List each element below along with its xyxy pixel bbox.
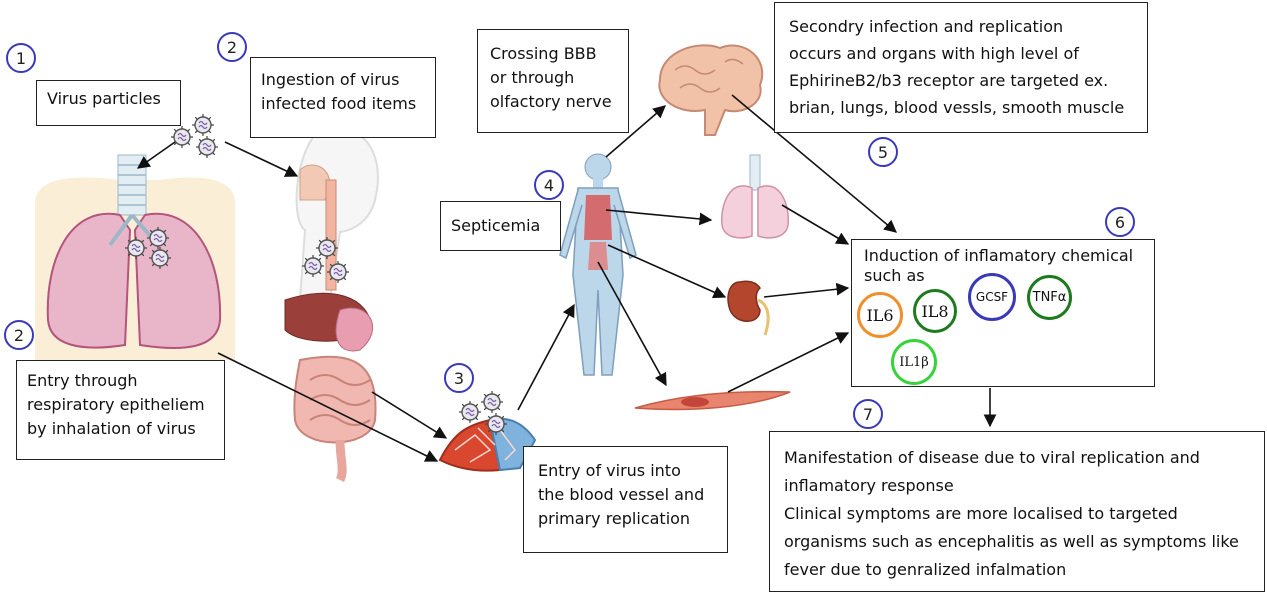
inflammation-line-2: such as xyxy=(864,266,925,285)
septicemia-label: Septicemia xyxy=(451,216,541,235)
manifestation-line-5: fever due to genralized infalmation xyxy=(784,560,1067,579)
ingestion-box: Ingestion of virus infected food items xyxy=(250,57,436,138)
secondary-infection-line-4: brian, lungs, blood vessls, smooth muscl… xyxy=(789,98,1125,117)
virus-particles-box: Virus particles xyxy=(36,80,181,126)
manifestation-line-4: organisms such as encephalitis as well a… xyxy=(784,532,1239,551)
step-2-left-badge: 2 xyxy=(4,320,34,350)
secondary-infection-line-2: occurs and organs with high level of xyxy=(789,44,1079,63)
step-2-top-badge: 2 xyxy=(217,32,247,62)
digestive-system-icon xyxy=(284,127,379,483)
crossing-bbb-box: Crossing BBB or through olfactory nerve xyxy=(477,29,629,133)
step-5-badge: 5 xyxy=(868,137,898,167)
inflammation-line-1: Induction of inflamatory chemical xyxy=(864,246,1134,265)
secondary-infection-line-1: Secondry infection and replication xyxy=(789,17,1064,36)
kidney-icon xyxy=(727,280,770,336)
brain-icon xyxy=(658,44,764,136)
flow-arrows xyxy=(136,94,997,462)
cytokine-tnfa: TNFα xyxy=(1027,275,1072,320)
smooth-muscle-icon xyxy=(634,390,791,411)
blood-entry-line-3: primary replication xyxy=(538,509,691,528)
blood-entry-line-2: the blood vessel and xyxy=(538,485,705,504)
lungs-icon xyxy=(35,154,235,360)
cytokine-gcsf: GCSF xyxy=(968,273,1016,321)
secondary-infection-box: Secondry infection and replication occur… xyxy=(774,2,1148,133)
ingestion-line-1: Ingestion of virus xyxy=(261,70,400,89)
crossing-bbb-line-2: or through xyxy=(490,68,575,87)
manifestation-line-3: Clinical symptoms are more localised to … xyxy=(784,504,1178,523)
secondary-infection-line-3: EphirineB2/b3 receptor are targeted ex. xyxy=(789,71,1109,90)
inhalation-box: Entry through respiratory epitheliem by … xyxy=(16,360,225,460)
manifestation-line-2: inflamatory response xyxy=(784,476,954,495)
step-1-badge: 1 xyxy=(6,43,36,73)
virus-particles-label: Virus particles xyxy=(47,89,161,108)
crossing-bbb-line-3: olfactory nerve xyxy=(490,92,612,111)
small-lungs-icon xyxy=(721,154,789,239)
cytokine-il6: IL6 xyxy=(857,292,903,338)
blood-vessel-icon xyxy=(438,417,537,472)
ingestion-line-2: infected food items xyxy=(261,94,417,113)
septicemia-box: Septicemia xyxy=(440,201,561,251)
cytokine-il8: IL8 xyxy=(913,289,957,333)
step-7-badge: 7 xyxy=(853,399,883,429)
blood-entry-box: Entry of virus into the blood vessel and… xyxy=(523,446,728,553)
crossing-bbb-line-1: Crossing BBB xyxy=(490,44,597,63)
step-4-badge: 4 xyxy=(534,170,564,200)
human-body-icon xyxy=(559,153,637,376)
manifestation-box: Manifestation of disease due to viral re… xyxy=(769,431,1265,592)
inhalation-line-1: Entry through xyxy=(27,371,138,390)
step-3-badge: 3 xyxy=(444,363,474,393)
step-6-badge: 6 xyxy=(1105,207,1135,237)
blood-entry-line-1: Entry of virus into xyxy=(538,461,681,480)
inhalation-line-3: by inhalation of virus xyxy=(27,419,196,438)
manifestation-line-1: Manifestation of disease due to viral re… xyxy=(784,448,1200,467)
inhalation-line-2: respiratory epitheliem xyxy=(27,395,205,414)
cytokine-il1b: IL1β xyxy=(891,339,937,385)
